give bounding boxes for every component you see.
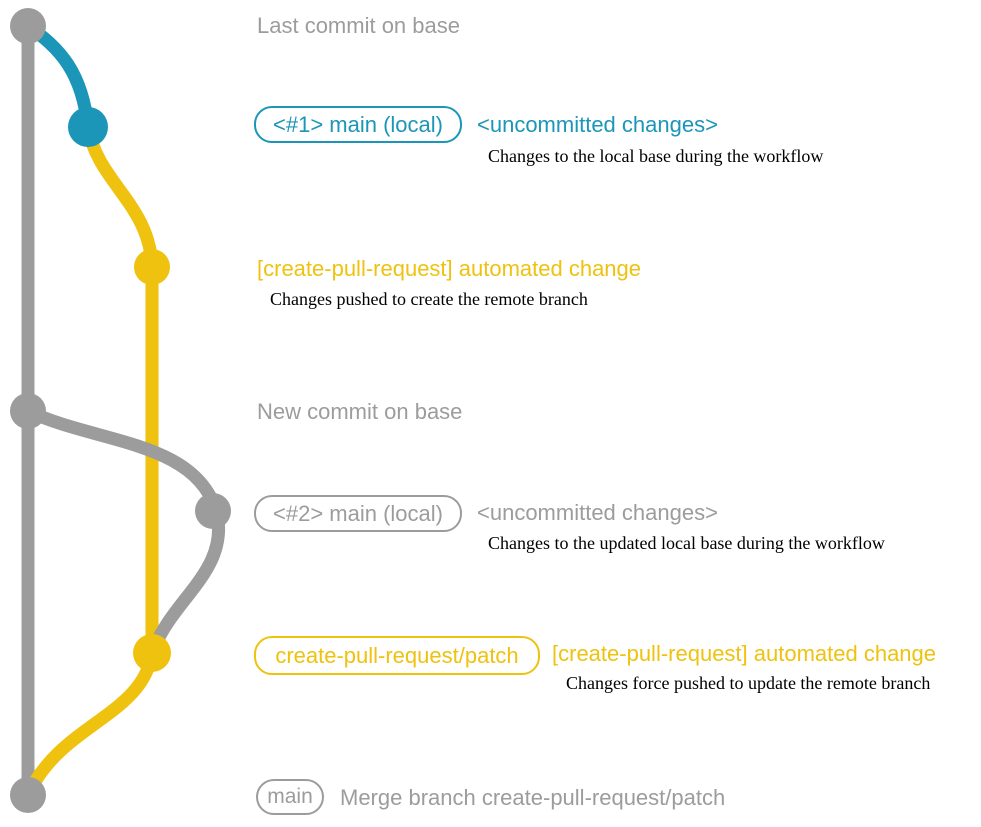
- merge-edge: [21, 646, 159, 802]
- label-uncommitted-changes-1: <uncommitted changes>: [477, 112, 718, 137]
- commit-node-last-commit-on-base: [10, 8, 46, 44]
- caption-force-push-update-branch: Changes force pushed to update the remot…: [566, 673, 931, 693]
- label-automated-change-1: [create-pull-request] automated change: [257, 256, 642, 281]
- badge-cpr-patch-branch-label: create-pull-request/patch: [275, 642, 519, 668]
- label-new-commit-on-base: New commit on base: [257, 399, 463, 424]
- caption-updated-local-base-changes: Changes to the updated local base during…: [488, 533, 885, 553]
- rebase-out-edge: [21, 404, 224, 520]
- badge-cpr-patch-branch: create-pull-request/patch: [254, 636, 540, 675]
- commit-node-cpr-branch-updated: [133, 634, 171, 672]
- commit-node-main-local-2: [195, 493, 231, 529]
- badge-main-local-1: <#1> main (local): [254, 106, 462, 143]
- badge-main-branch: main: [256, 779, 324, 815]
- commit-node-cpr-branch-created: [134, 249, 170, 285]
- badge-main-local-2: <#2> main (local): [254, 495, 462, 532]
- commit-graph: [10, 8, 231, 813]
- badge-main-local-2-label: <#2> main (local): [273, 500, 443, 526]
- caption-push-create-branch: Changes pushed to create the remote bran…: [270, 289, 588, 309]
- rebase-in-edge: [145, 506, 226, 660]
- label-last-commit-on-base: Last commit on base: [257, 13, 460, 38]
- push-create-edge: [81, 120, 159, 274]
- label-automated-change-2: [create-pull-request] automated change: [552, 641, 937, 666]
- badge-main-branch-label: main: [267, 785, 313, 808]
- badge-main-local-1-label: <#1> main (local): [273, 111, 443, 137]
- label-uncommitted-changes-2: <uncommitted changes>: [477, 500, 718, 525]
- label-merge-branch: Merge branch create-pull-request/patch: [340, 785, 726, 810]
- commit-node-merge-commit: [10, 777, 46, 813]
- caption-local-base-changes: Changes to the local base during the wor…: [488, 146, 824, 166]
- commit-node-main-local-1: [68, 107, 108, 147]
- commit-node-new-commit-on-base: [10, 393, 46, 429]
